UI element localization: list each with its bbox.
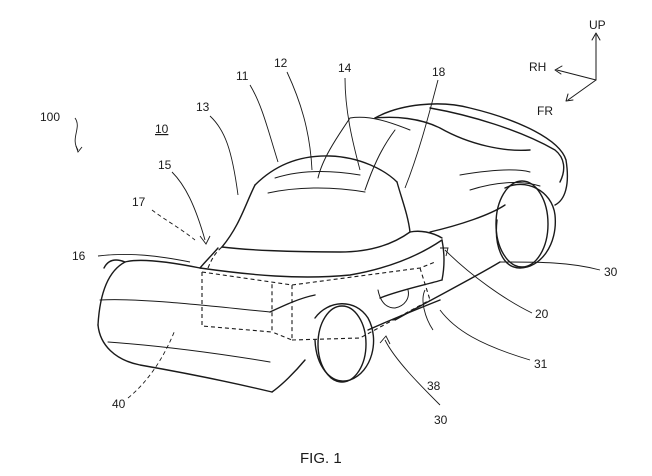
direction-axes	[555, 33, 600, 101]
ref-label-17: 17	[132, 195, 146, 209]
figure-caption: FIG. 1	[300, 450, 342, 467]
ref-label-12: 12	[274, 56, 288, 70]
ref-label-14: 14	[338, 61, 352, 75]
ref-label-11: 11	[236, 69, 249, 83]
ref-label-30-bottom: 30	[434, 413, 448, 427]
ref-label-31: 31	[534, 357, 548, 371]
direction-up-label: UP	[589, 18, 606, 32]
ref-label-40: 40	[112, 397, 126, 411]
ref-label-18: 18	[432, 65, 446, 79]
ref-label-13: 13	[196, 100, 210, 114]
ref-label-38: 38	[427, 379, 441, 393]
direction-rh-label: RH	[529, 60, 546, 74]
ref-label-100: 100	[40, 110, 60, 124]
leader-lines	[75, 72, 600, 405]
ref-label-15: 15	[158, 158, 172, 172]
ref-label-16: 16	[72, 249, 86, 263]
ref-label-30-right: 30	[604, 265, 618, 279]
labels: UP RH FR 100 10 11 12 13 14 15 16 17 18 …	[40, 18, 618, 467]
ref-label-20: 20	[535, 307, 549, 321]
direction-fr-label: FR	[537, 104, 553, 118]
ref-label-10: 10	[155, 122, 169, 136]
